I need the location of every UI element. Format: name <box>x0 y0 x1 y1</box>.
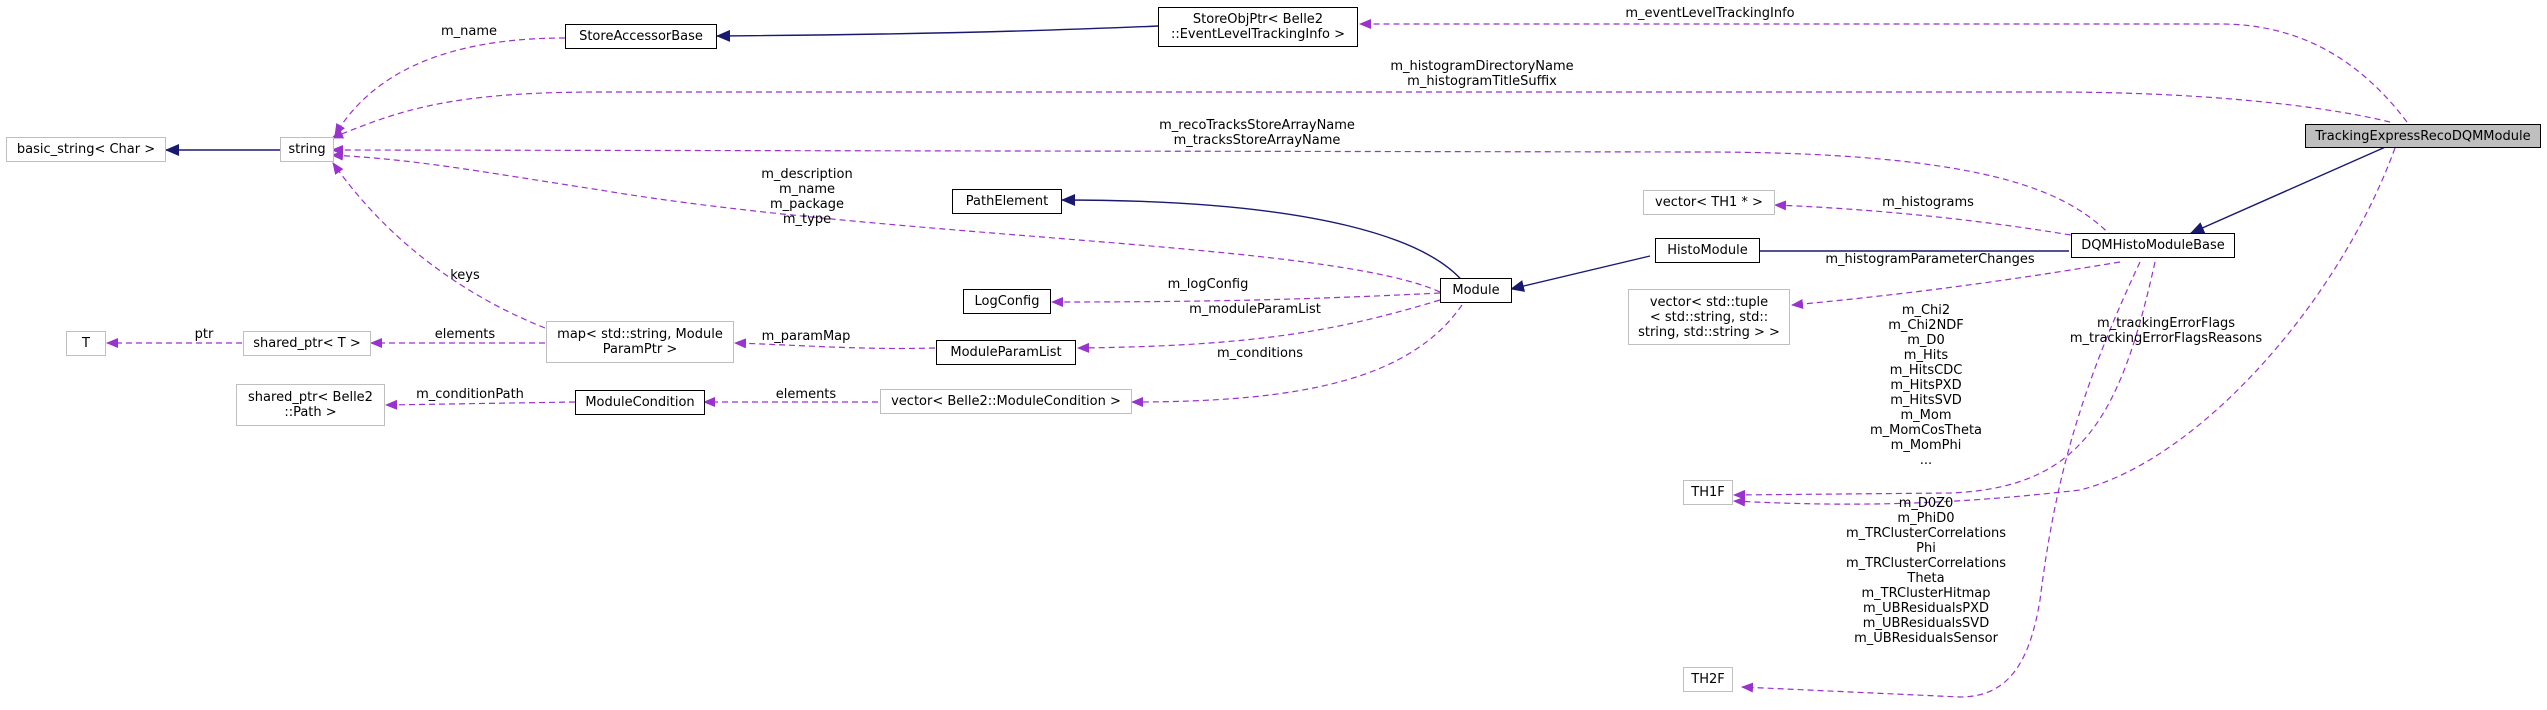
label-histogram-parameter-changes: m_histogramParameterChanges <box>1825 252 2035 267</box>
label-th2f-members: m_D0Z0 m_PhiD0 m_TRClusterCorrelations P… <box>1845 496 2007 646</box>
label-elements-map: elements <box>434 327 496 342</box>
edge-string-to-dqmhisto <box>331 145 2121 245</box>
label-tracks-store-names: m_recoTracksStoreArrayName m_tracksStore… <box>1159 118 1355 148</box>
label-module-strings: m_description m_name m_package m_type <box>761 167 853 227</box>
edge-string-to-storeaccessor <box>334 37 566 136</box>
edge-map-to-moduleparamlist <box>734 338 936 350</box>
edge-moduleparamlist-to-module <box>1077 299 1441 353</box>
label-module-param-list: m_moduleParamList <box>1189 302 1321 317</box>
node-shared-ptr-t[interactable]: shared_ptr< T > <box>243 331 371 356</box>
node-histo-module[interactable]: HistoModule <box>1655 238 1760 263</box>
node-log-config[interactable]: LogConfig <box>963 289 1051 314</box>
label-conditions: m_conditions <box>1216 346 1304 361</box>
node-path-element[interactable]: PathElement <box>952 189 1062 214</box>
edge-pathelement-to-module <box>1061 194 1466 285</box>
node-vector-th1[interactable]: vector< TH1 * > <box>1643 190 1775 215</box>
edge-string-to-focus-histnames <box>331 91 2391 139</box>
usage-edges <box>106 19 2408 698</box>
edge-logconfig-to-module <box>1051 292 1441 307</box>
inheritance-edges <box>165 25 2391 292</box>
node-basic-string-char[interactable]: basic_string< Char > <box>6 137 166 162</box>
edge-th2f-to-dqmhisto <box>1741 261 2141 698</box>
node-th1f[interactable]: TH1F <box>1683 480 1733 505</box>
edge-storeaccessor-to-storeobj <box>716 25 1159 42</box>
edge-sharedptrpath-to-modulecondition <box>385 399 576 410</box>
node-dqm-histo-module-base[interactable]: DQMHistoModuleBase <box>2071 233 2235 258</box>
label-keys: keys <box>450 268 480 283</box>
label-condition-path: m_conditionPath <box>416 387 524 402</box>
edge-dqmhisto-to-focus <box>2190 144 2391 234</box>
node-shared-ptr-path[interactable]: shared_ptr< Belle2 ::Path > <box>236 384 385 426</box>
edge-string-to-map-keys <box>332 162 546 329</box>
node-store-obj-ptr[interactable]: StoreObjPtr< Belle2 ::EventLevelTracking… <box>1158 7 1358 47</box>
edge-vectorcondition-to-module <box>1131 304 1463 407</box>
edge-th1f-to-focus <box>1733 147 2396 507</box>
node-vector-module-condition[interactable]: vector< Belle2::ModuleCondition > <box>880 389 1132 414</box>
node-module-condition[interactable]: ModuleCondition <box>575 390 705 415</box>
label-histograms: m_histograms <box>1882 195 1974 210</box>
edge-vectorth1-to-dqmhisto <box>1774 200 2111 243</box>
label-tracking-error-flags: m_trackingErrorFlags m_trackingErrorFlag… <box>2069 316 2263 346</box>
label-event-level-tracking-info: m_eventLevelTrackingInfo <box>1625 6 1795 21</box>
node-tracking-express-reco-dqm-module[interactable]: TrackingExpressRecoDQMModule <box>2305 124 2541 148</box>
node-map-string-module-param-ptr[interactable]: map< std::string, Module ParamPtr > <box>546 321 734 363</box>
node-string[interactable]: string <box>280 137 334 162</box>
node-th2f[interactable]: TH2F <box>1683 667 1733 692</box>
label-store-name: m_name <box>440 24 498 39</box>
label-param-map: m_paramMap <box>761 329 851 344</box>
label-th1f-members: m_Chi2 m_Chi2NDF m_D0 m_Hits m_HitsCDC m… <box>1869 303 1983 468</box>
node-module[interactable]: Module <box>1440 278 1512 303</box>
label-ptr: ptr <box>194 327 214 342</box>
edge-module-to-histomodule <box>1510 255 1651 292</box>
edge-string-to-module-desc <box>331 150 1441 293</box>
node-vector-tuple[interactable]: vector< std::tuple < std::string, std:: … <box>1628 289 1790 345</box>
edge-th1f-to-dqmhisto <box>1733 261 2156 500</box>
node-store-accessor-base[interactable]: StoreAccessorBase <box>565 24 717 49</box>
node-module-param-list[interactable]: ModuleParamList <box>936 340 1076 365</box>
edge-vectortuple-to-dqmhisto <box>1791 261 2121 309</box>
label-histogram-names: m_histogramDirectoryName m_histogramTitl… <box>1390 59 1574 89</box>
label-elements-vector: elements <box>775 387 837 402</box>
label-log-config: m_logConfig <box>1167 277 1249 292</box>
node-t[interactable]: T <box>66 331 106 356</box>
edge-storeobj-to-focus <box>1359 19 2408 123</box>
